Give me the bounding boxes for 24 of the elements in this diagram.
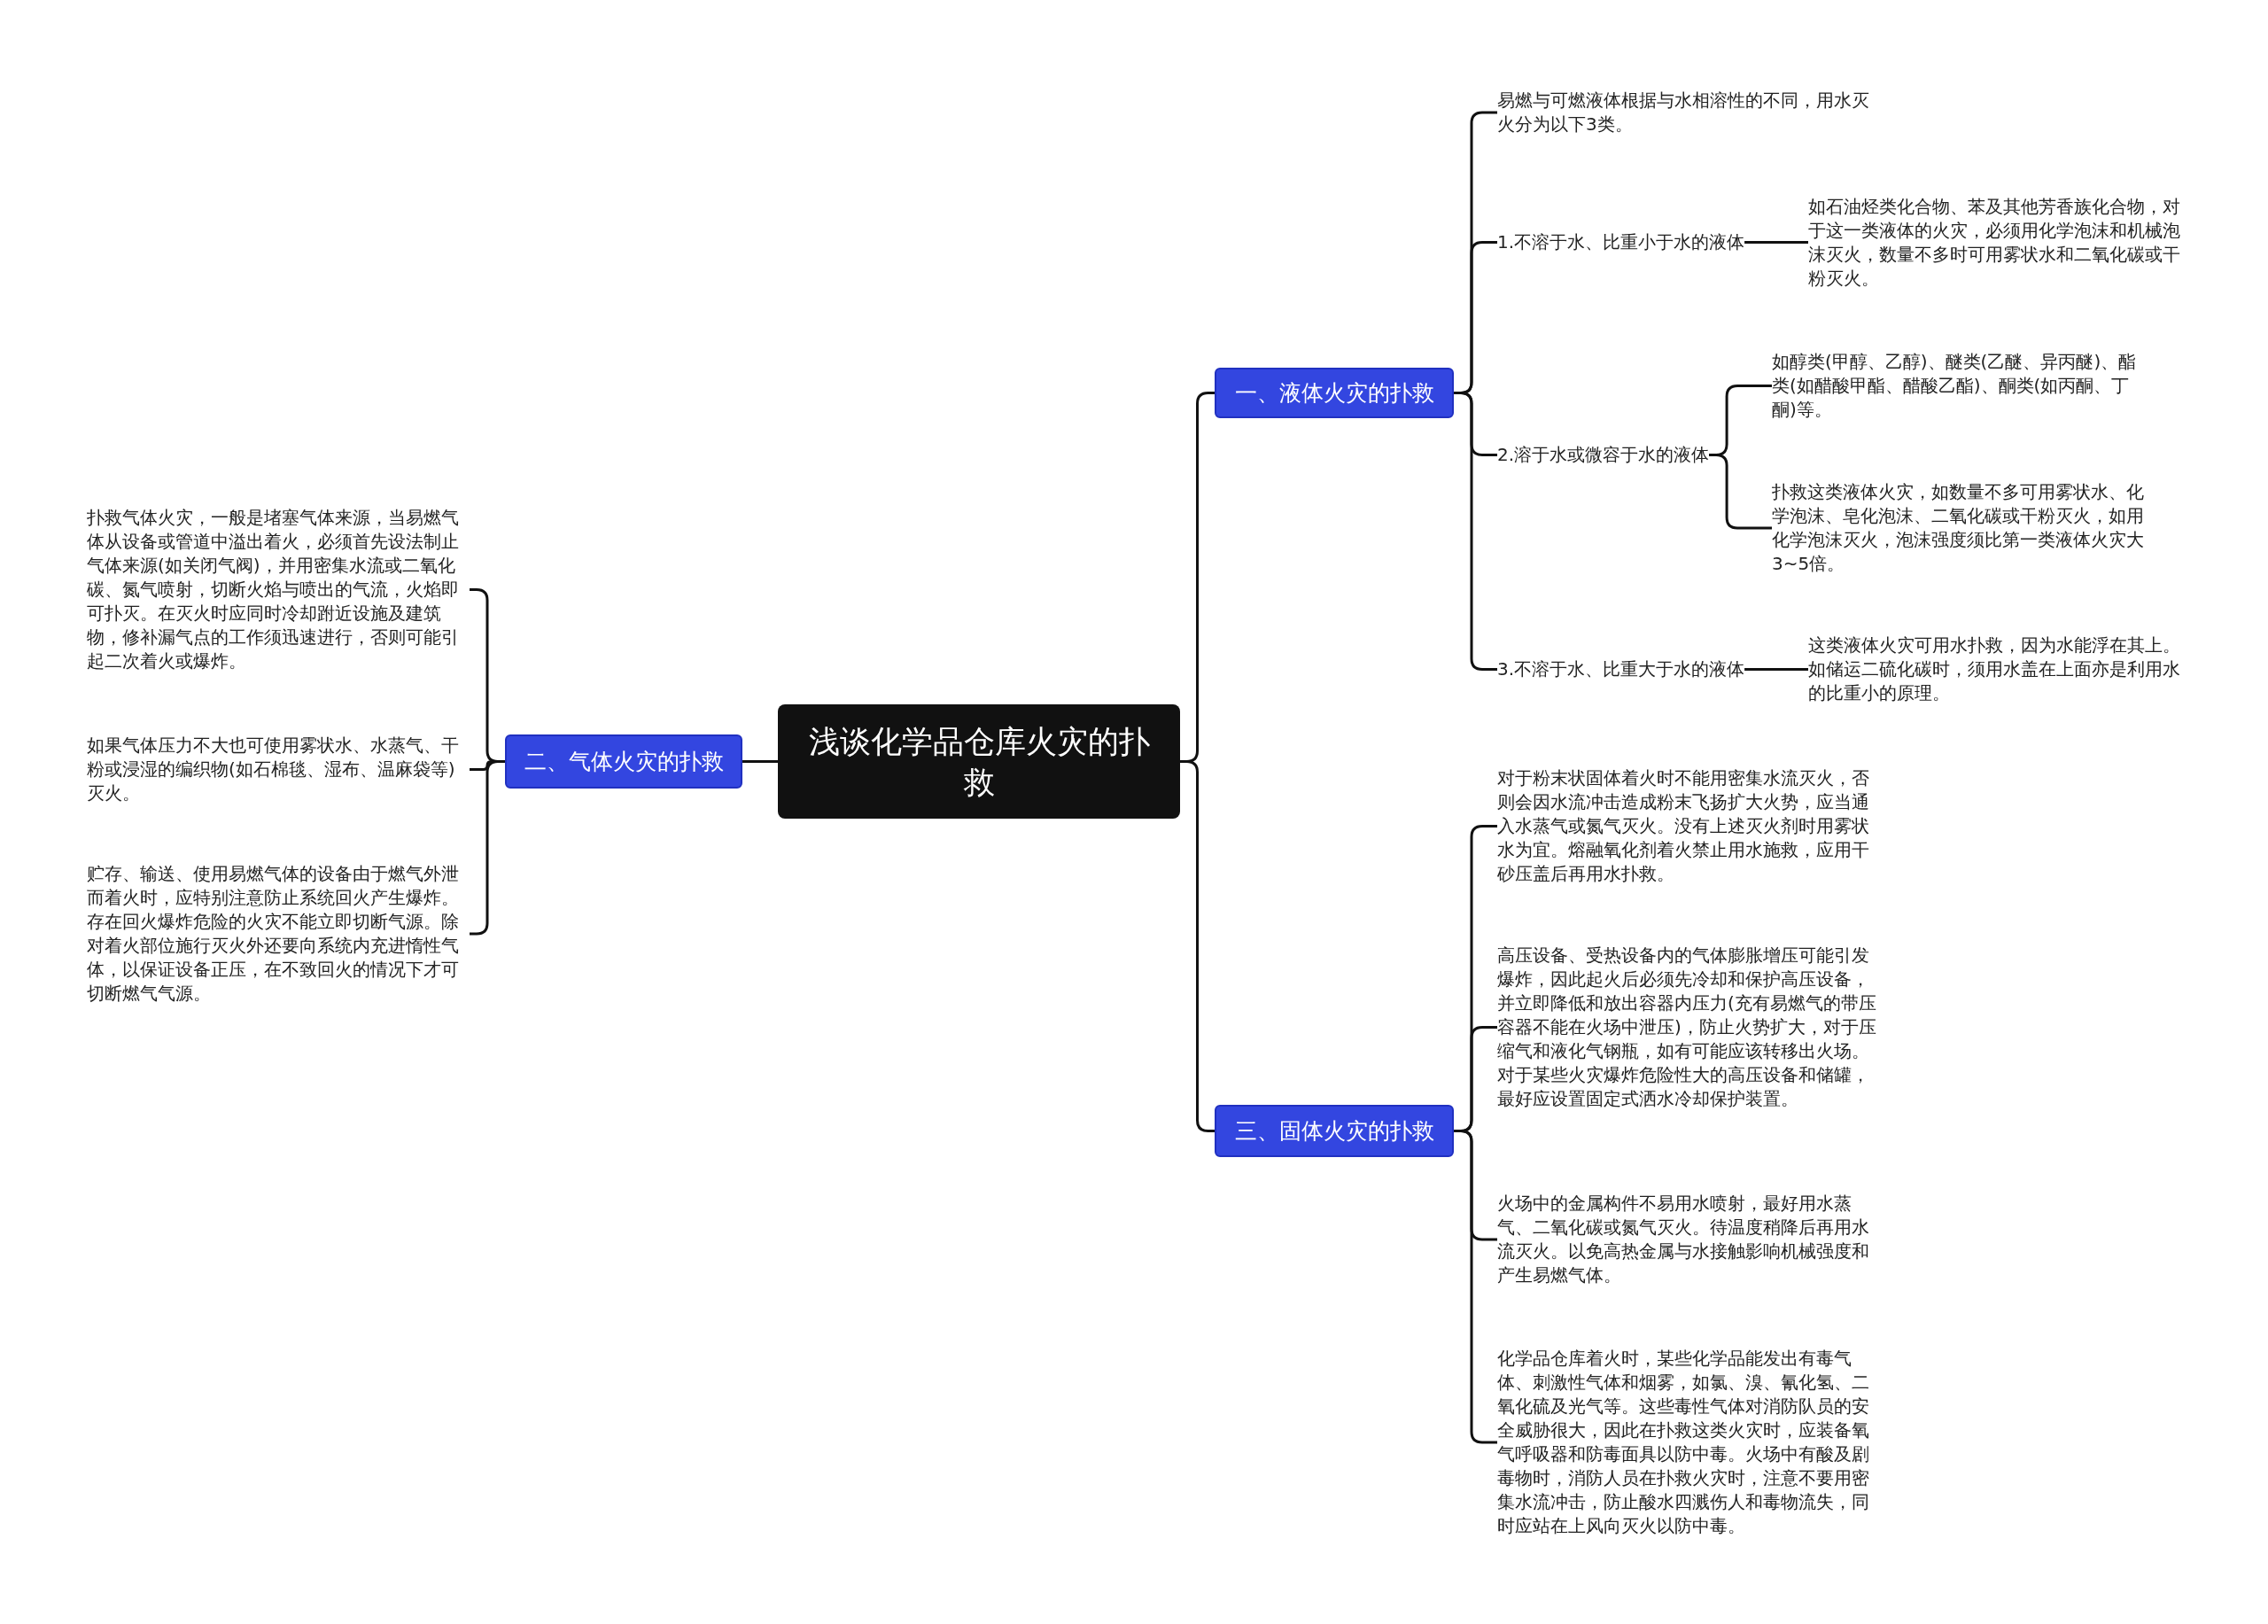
connector-line — [1709, 454, 1772, 530]
note-text: 易燃与可燃液体根据与水相溶性的不同，用水灭火分为以下3类。 — [1497, 89, 1878, 136]
note-text: 这类液体火灾可用水扑救，因为水能浮在其上。如储运二硫化碳时，须用水盖在上面亦是利用水的比重小的原理。 — [1808, 633, 2191, 705]
note-text: 对于粉末状固体着火时不能用密集水流灭火，否则会因水流冲击造成粉末飞扬扩大火势，应当通入水蒸气或氮气灭火。没有上述灭火剂时用雾状水为宜。熔融氧化剂着火禁止用水施救，应用干砂压盖后再用水扑救。 — [1497, 766, 1878, 886]
note-text: 高压设备、受热设备内的气体膨胀增压可能引发爆炸，因此起火后必须先冷却和保护高压设备，并立即降低和放出容器内压力(充有易燃气的带压容器不能在火场中泄压)，防止火势扩大，对于压缩气和液化气钢瓶，如有可能应该转移出火场。对于某些火灾爆炸危险性大的高压设备和储罐，最好应设置固定式洒水冷却保护装置。 — [1497, 944, 1878, 1111]
subtopic-text: 3.不溶于水、比重大于水的液体 — [1497, 657, 1745, 681]
branch-topic: 一、液体火灾的扑救 — [1215, 368, 1454, 418]
note-text: 如果气体压力不大也可使用雾状水、水蒸气、干粉或浸湿的编织物(如石棉毯、湿布、温麻袋等)灭火。 — [87, 734, 470, 805]
branch-topic: 三、固体火灾的扑救 — [1215, 1105, 1454, 1157]
note-text: 如石油烃类化合物、苯及其他芳香族化合物，对于这一类液体的火灾，必须用化学泡沫和机械泡沫灭火，数量不多时可用雾状水和二氧化碳或干粉灭火。 — [1808, 195, 2191, 291]
subtopic-text: 1.不溶于水、比重小于水的液体 — [1497, 230, 1745, 254]
subtopic-text: 2.溶于水或微容于水的液体 — [1497, 443, 1710, 467]
connector-line — [1744, 668, 1808, 671]
note-text: 扑救气体火灾，一般是堵塞气体来源，当易燃气体从设备或管道中溢出着火，必须首先设法制止气体来源(如关闭气阀)，并用密集水流或二氧化碳、氮气喷射，切断火焰与喷出的气流，火焰即可扑灭。在灭火时应同时冷却跗近设施及建筑物，修补漏气点的工作须迅速进行，否则可能引起二次着火或爆炸。 — [87, 506, 470, 673]
note-text: 扑救这类液体火灾，如数量不多可用雾状水、化学泡沫、皂化泡沫、二氧化碳或干粉灭火，如用化学泡沫灭火，泡沫强度须比第一类液体火灾大3~5倍。 — [1772, 480, 2153, 576]
note-text: 贮存、输送、使用易燃气体的设备由于燃气外泄而着火时，应特别注意防止系统回火产生爆炸。存在回火爆炸危险的火灾不能立即切断气源。除对着火部位施行灭火外还要向系统内充进惰性气体，以保证设备正压，在不致回火的情况下才可切断燃气气源。 — [87, 862, 470, 1006]
note-text: 火场中的金属构件不易用水喷射，最好用水蒸气、二氧化碳或氮气灭火。待温度稍降后再用水流灭火。以免高热金属与水接触影响机械强度和产生易燃气体。 — [1497, 1192, 1878, 1287]
note-text: 化学品仓库着火时，某些化学品能发出有毒气体、刺激性气体和烟雾，如氯、溴、氰化氢、二氧化硫及光气等。这些毒性气体对消防队员的安全威胁很大，因此在扑救这类火灾时，应装备氧气呼吸器和防毒面具以防中毒。火场中有酸及剧毒物时，消防人员在扑救火灾时，注意不要用密集水流冲击，防止酸水四溅伤人和毒物流失，同时应站在上风向灭火以防中毒。 — [1497, 1347, 1878, 1538]
connector-line — [742, 760, 778, 763]
central-topic: 浅谈化学品仓库火灾的扑救 — [778, 704, 1180, 819]
branch-topic: 二、气体火灾的扑救 — [505, 734, 742, 789]
note-text: 如醇类(甲醇、乙醇)、醚类(乙醚、异丙醚)、酯类(如醋酸甲酯、醋酸乙酯)、酮类(如丙酮、丁酮)等。 — [1772, 350, 2153, 422]
connector-line — [1744, 241, 1808, 244]
connector-line — [1180, 760, 1215, 1132]
